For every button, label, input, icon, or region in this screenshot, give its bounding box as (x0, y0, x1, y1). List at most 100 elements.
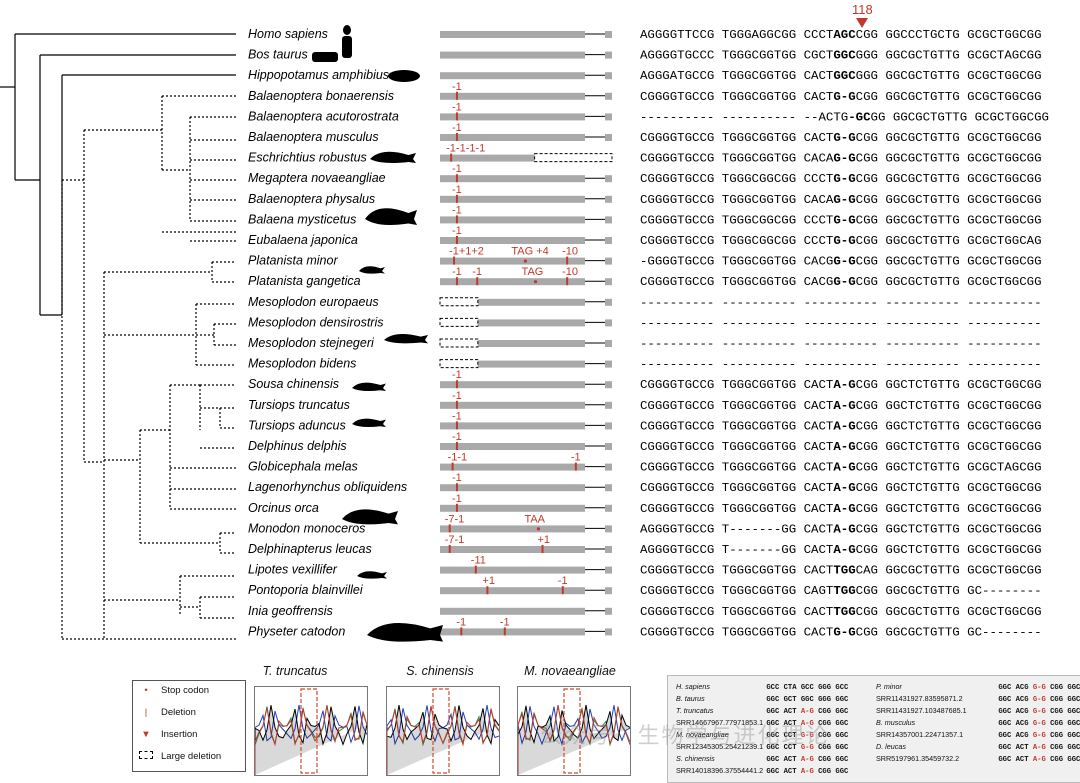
sequence: ---------- ---------- ---------- -------… (640, 358, 1042, 372)
deletion-mark (503, 627, 506, 636)
grey-whale-icon (370, 151, 416, 163)
stop-codon-mark (536, 527, 541, 531)
codon: CGG (1045, 708, 1064, 716)
chromatogram-trace (255, 704, 367, 775)
deletion-mark (448, 524, 451, 533)
chromatogram-3 (517, 686, 631, 776)
read-label: SRR14667967.77971853.1 (676, 718, 764, 727)
mutation-label: -1 (452, 369, 462, 381)
codon: CGG (1045, 720, 1064, 728)
species-name: Balaenoptera physalus (248, 192, 375, 206)
codon: ACG (1011, 720, 1029, 728)
codon: GGC (1063, 696, 1080, 704)
mutation-label: -1 (452, 410, 462, 422)
mutation-label: -1 (472, 266, 482, 278)
codon: CGG (813, 756, 832, 764)
deletion-mark (455, 483, 458, 492)
read-row: B. taurus GGC GCT GGC GGG GGC (676, 694, 848, 704)
read-row: B. musculus GGC ACG G-G CGG GGC (876, 718, 1080, 728)
stop-codon-mark (533, 280, 538, 284)
codon: CGG (1045, 684, 1064, 692)
species-name: Hippopotamus amphibius (248, 68, 389, 82)
chromatogram-title-1: T. truncatus (262, 664, 328, 678)
read-row: H. sapiens GCC CTA GCC GGG GCC (676, 682, 848, 692)
codon: GGC (1063, 756, 1080, 764)
mutation-label: -7-1 (445, 513, 465, 525)
large-deletion-icon (139, 751, 153, 762)
mutation-label: -1-1-1-1 (446, 143, 485, 155)
exon-tail (605, 525, 612, 533)
exon-tail (605, 422, 612, 430)
mutation-label: -1 (452, 493, 462, 505)
exon-tail (605, 401, 612, 409)
chromatogram-title-2: S. chinensis (406, 664, 474, 678)
sequence: CGGGGTGCCG TGGGCGGTGG CACGG-GCGG GGCGCTG… (640, 275, 1042, 289)
deletion-icon: | (144, 707, 148, 718)
sequence: ---------- ---------- ---------- -------… (640, 316, 1042, 330)
deletion-mark (455, 91, 458, 100)
exon-tail (605, 463, 612, 471)
large-deletion (439, 317, 479, 327)
deletion-mark (455, 133, 458, 141)
mutation-label: -1 (500, 616, 510, 628)
cow-icon (312, 52, 338, 62)
gene-bar (440, 72, 585, 80)
gene-bar (440, 278, 585, 286)
human-icon (342, 36, 352, 58)
codon: A-G (796, 720, 814, 728)
species-name: Megaptera novaeangliae (248, 171, 386, 185)
stop-codon-icon: • (144, 685, 148, 696)
exon-tail (605, 546, 612, 553)
codon: GGC (762, 756, 780, 764)
bowhead-whale-icon (365, 208, 417, 225)
read-label: SRR5197961.35459732.2 (876, 754, 960, 763)
mutation-label: -1 (558, 575, 568, 587)
species-name: Balaena mysticetus (248, 212, 356, 226)
codon: ACT (779, 708, 797, 716)
sequence: ---------- ---------- ---------- -------… (640, 296, 1042, 310)
mutation-label: -1 (452, 225, 462, 237)
species-row: Mesoplodon stejnegeri---------- --------… (248, 336, 1042, 351)
codon: CGG (813, 744, 832, 752)
codon: CGG (1045, 732, 1064, 740)
mutation-label: -1 (452, 204, 462, 216)
gene-bar (440, 257, 585, 265)
species-name: Balaenoptera bonaerensis (248, 89, 394, 103)
codon: GGC (762, 696, 780, 704)
codon: GGC (762, 744, 780, 752)
chromatogram-trace (387, 705, 499, 775)
species-name: Tursiops truncatus (248, 398, 350, 412)
mutation-label: -1 (452, 184, 462, 196)
sequence: -GGGGTGCCG TGGGCGGTGG CACGG-GCGG GGCGCTG… (640, 255, 1042, 269)
deletion-mark (450, 153, 453, 162)
insertion-arrow (856, 18, 868, 28)
deletion-mark (455, 174, 458, 183)
species-name: Platanista minor (248, 254, 338, 268)
mutation-label: -1 (452, 163, 462, 175)
codon: ACG (1011, 732, 1029, 740)
codon: GGC (831, 768, 849, 776)
codon: GGC (831, 720, 849, 728)
codon: A-G (796, 756, 814, 764)
species-name: Balaenoptera acutorostrata (248, 109, 399, 123)
codon: G-G (1028, 708, 1046, 716)
mutation-label: -1 (452, 101, 462, 113)
codon: GGC (762, 732, 780, 740)
codon: GCC (831, 684, 849, 692)
deletion-mark (455, 380, 458, 389)
sequence: CGGGGTGCCG TGGGCGGCGG CCCTG-GCGG GGCGCTG… (640, 213, 1042, 227)
stop-codon-mark (523, 259, 528, 263)
read-row: SRR11431927.83595871.2 GGC ACG G-G CGG G… (876, 694, 1080, 704)
mutation-label: TAG (522, 266, 544, 278)
gene-bar (440, 237, 585, 244)
mutation-label: -1 (452, 472, 462, 484)
sequence: CGGGGTGCCG TGGGCGGTGG CACTA-GCGG GGCTCTG… (640, 481, 1042, 495)
